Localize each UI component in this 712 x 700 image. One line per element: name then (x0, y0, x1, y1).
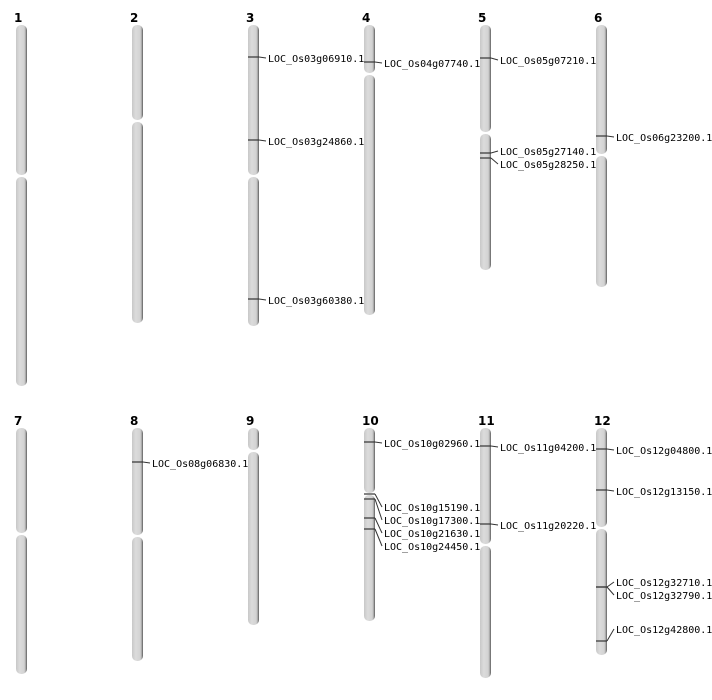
gene-marker-label: LOC_Os10g17300.1 (384, 516, 480, 527)
chromosome-short-arm (364, 428, 375, 493)
chromosome-label: 7 (14, 414, 22, 428)
chromosome-long-arm (16, 535, 27, 674)
gene-marker-label: LOC_Os11g04200.1 (500, 443, 596, 454)
gene-marker-label: LOC_Os12g32710.1 (616, 578, 712, 589)
gene-marker-label: LOC_Os10g15190.1 (384, 503, 480, 514)
gene-marker-label: LOC_Os05g27140.1 (500, 147, 596, 158)
marker-connector (490, 57, 499, 61)
gene-marker-label: LOC_Os12g13150.1 (616, 487, 712, 498)
chromosome-3: 3LOC_Os03g06910.1LOC_Os03g24860.1LOC_Os0… (246, 11, 364, 326)
chromosome-label: 2 (130, 11, 138, 25)
chromosome-short-arm (132, 428, 143, 535)
chromosome-label: 11 (478, 414, 495, 428)
chromosome-short-arm (364, 25, 375, 73)
marker-connector (606, 586, 615, 596)
chromosome-short-arm (132, 25, 143, 120)
chromosome-long-arm (480, 546, 491, 678)
marker-connector (374, 61, 383, 64)
chromosome-10: 10LOC_Os10g02960.1LOC_Os10g15190.1LOC_Os… (362, 414, 480, 621)
chromosome-9: 9 (246, 414, 259, 625)
chromosome-long-arm (248, 452, 259, 625)
marker-connector (258, 56, 267, 59)
gene-marker-label: LOC_Os05g07210.1 (500, 56, 596, 67)
chromosome-short-arm (16, 428, 27, 533)
marker-connector (606, 135, 615, 138)
chromosome-short-arm (248, 428, 259, 450)
gene-marker-label: LOC_Os03g24860.1 (268, 137, 364, 148)
marker-connector (606, 581, 615, 588)
marker-connector (258, 139, 267, 142)
gene-marker-label: LOC_Os06g23200.1 (616, 133, 712, 144)
gene-marker-label: LOC_Os08g06830.1 (152, 459, 248, 470)
chromosome-long-arm (132, 122, 143, 323)
marker-connector (490, 445, 499, 448)
gene-marker-label: LOC_Os11g20220.1 (500, 521, 596, 532)
gene-marker-label: LOC_Os10g21630.1 (384, 529, 480, 540)
marker-connector (490, 157, 499, 165)
chromosome-7: 7 (14, 414, 27, 674)
marker-connector (258, 298, 267, 301)
chromosome-short-arm (480, 25, 491, 132)
chromosome-label: 4 (362, 11, 370, 25)
chromosome-short-arm (248, 25, 259, 175)
gene-marker-label: LOC_Os10g24450.1 (384, 542, 480, 553)
marker-connector (374, 498, 383, 521)
marker-connector (490, 150, 499, 154)
marker-connector (374, 441, 383, 444)
gene-marker-label: LOC_Os03g60380.1 (268, 296, 364, 307)
chromosome-label: 10 (362, 414, 379, 428)
chromosome-long-arm (364, 75, 375, 315)
chromosome-2: 2 (130, 11, 143, 323)
gene-marker-label: LOC_Os10g02960.1 (384, 439, 480, 450)
chromosome-short-arm (596, 428, 607, 527)
chromosome-short-arm (596, 25, 607, 154)
chromosome-long-arm (248, 177, 259, 326)
chromosome-label: 3 (246, 11, 254, 25)
chromosome-long-arm (16, 177, 27, 386)
chromosome-short-arm (16, 25, 27, 175)
chromosome-1: 1 (14, 11, 27, 386)
chromosome-label: 5 (478, 11, 486, 25)
chromosome-5: 5LOC_Os05g07210.1LOC_Os05g27140.1LOC_Os0… (478, 11, 596, 270)
chromosome-long-arm (132, 537, 143, 661)
gene-marker-label: LOC_Os05g28250.1 (500, 160, 596, 171)
marker-connector (490, 523, 499, 526)
marker-connector (606, 448, 615, 451)
chromosome-label: 9 (246, 414, 254, 428)
chromosome-long-arm (596, 156, 607, 287)
marker-connector (374, 528, 383, 547)
chromosome-label: 8 (130, 414, 138, 428)
marker-connector (374, 493, 383, 508)
gene-marker-label: LOC_Os12g32790.1 (616, 591, 712, 602)
marker-connector (606, 628, 615, 642)
gene-marker-label: LOC_Os12g42800.1 (616, 625, 712, 636)
chromosome-long-arm (364, 495, 375, 621)
chromosome-label: 12 (594, 414, 611, 428)
chromosome-short-arm (480, 428, 491, 544)
marker-connector (374, 517, 383, 534)
marker-connector (142, 461, 151, 464)
marker-connector (606, 489, 615, 492)
chromosome-label: 1 (14, 11, 22, 25)
gene-marker-label: LOC_Os12g04800.1 (616, 446, 712, 457)
gene-marker-label: LOC_Os03g06910.1 (268, 54, 364, 65)
gene-marker-label: LOC_Os04g07740.1 (384, 59, 480, 70)
chromosome-label: 6 (594, 11, 602, 25)
chromosome-12: 12LOC_Os12g04800.1LOC_Os12g13150.1LOC_Os… (594, 414, 712, 655)
chromosome-long-arm (596, 529, 607, 655)
chromosome-long-arm (480, 134, 491, 270)
